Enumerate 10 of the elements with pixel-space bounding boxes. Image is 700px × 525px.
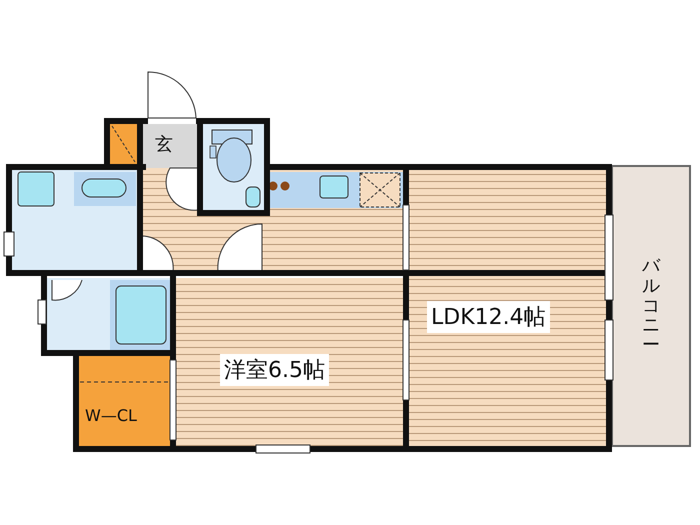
room-label: 洋室6.5帖 xyxy=(220,354,329,386)
room-area xyxy=(174,278,405,446)
room-label: W—CL xyxy=(85,406,137,425)
room-area xyxy=(407,168,608,446)
room-label: LDK12.4帖 xyxy=(427,301,550,333)
room-label: バルコニー xyxy=(642,256,660,356)
room-area xyxy=(77,354,172,446)
room-area xyxy=(143,124,197,168)
room-label: 玄 xyxy=(155,133,173,156)
balcony-area xyxy=(611,165,691,447)
